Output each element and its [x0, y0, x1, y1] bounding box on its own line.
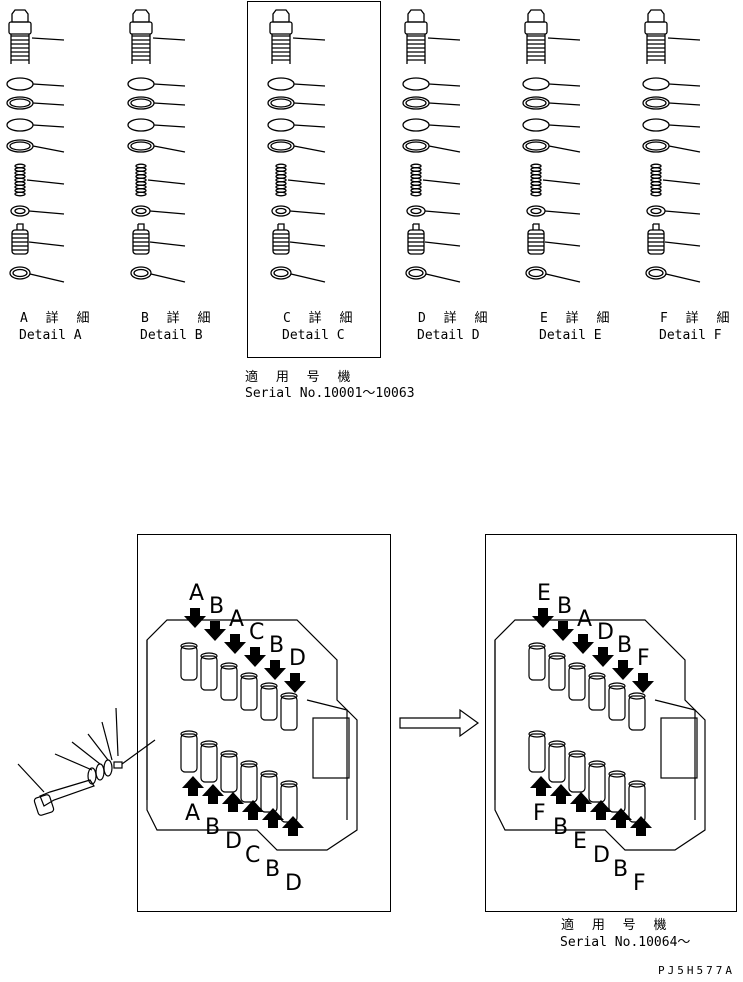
right-view-down-arrow-icon-5 — [632, 673, 654, 693]
transition-arrow-icon — [399, 708, 480, 738]
right-view-up-arrow-icon-2 — [570, 792, 592, 812]
left-view-bottom-letter-3: C — [245, 843, 260, 868]
right-view-top-letter-5: F — [637, 646, 650, 671]
detail-f-parts — [642, 9, 701, 283]
left-view-top-letter-3: C — [249, 620, 264, 645]
left-view-down-arrow-icon-4 — [264, 660, 286, 680]
right-view-up-arrow-icon-4 — [610, 808, 632, 828]
right-view-bottom-letter-5: F — [633, 871, 646, 896]
right-view-frame — [485, 534, 737, 912]
left-view-bottom-letter-1: B — [205, 815, 220, 840]
detail-f-jp: F 詳 細 — [660, 311, 735, 326]
detail-e-parts — [522, 9, 581, 283]
right-view-top-letter-0: E — [537, 581, 551, 606]
detail-b-en: Detail B — [140, 328, 203, 343]
right-view-up-arrow-icon-3 — [590, 800, 612, 820]
detail-d-en: Detail D — [417, 328, 480, 343]
left-valve-block — [146, 619, 358, 851]
drawing-code: PJ5H577A — [658, 964, 735, 977]
detail-e-en: Detail E — [539, 328, 602, 343]
detail-f-en: Detail F — [659, 328, 722, 343]
right-view-top-letter-3: D — [597, 620, 614, 645]
exploded-plug — [17, 707, 156, 816]
detail-a-jp: A 詳 細 — [20, 311, 95, 326]
left-view-top-letter-2: A — [229, 607, 244, 632]
left-view-down-arrow-icon-2 — [224, 634, 246, 654]
right-view-down-arrow-icon-3 — [592, 647, 614, 667]
right-view-top-letter-1: B — [557, 594, 572, 619]
right-view-top-letter-4: B — [617, 633, 632, 658]
right-view-up-arrow-icon-0 — [530, 776, 552, 796]
detail-c-en: Detail C — [282, 328, 345, 343]
detail-a-en: Detail A — [19, 328, 82, 343]
right-view-down-arrow-icon-0 — [532, 608, 554, 628]
detail-a-parts — [6, 9, 65, 283]
detail-b-parts — [127, 9, 186, 283]
right-view-up-arrow-icon-1 — [550, 784, 572, 804]
serial-bottom-jp: 適 用 号 機 — [561, 918, 672, 933]
right-view-bottom-letter-2: E — [573, 829, 587, 854]
detail-b-jp: B 詳 細 — [141, 311, 216, 326]
left-view-up-arrow-icon-5 — [282, 816, 304, 836]
right-view-down-arrow-icon-4 — [612, 660, 634, 680]
serial-bottom-en: Serial No.10064～ — [560, 935, 691, 950]
left-view-top-letter-1: B — [209, 594, 224, 619]
right-valve-block — [494, 619, 706, 851]
left-view-up-arrow-icon-0 — [182, 776, 204, 796]
left-view-up-arrow-icon-3 — [242, 800, 264, 820]
right-view-bottom-letter-3: D — [593, 843, 610, 868]
detail-c-parts — [267, 9, 326, 283]
left-view-bottom-letter-0: A — [185, 801, 200, 826]
left-view-up-arrow-icon-1 — [202, 784, 224, 804]
detail-c-highlight-frame — [247, 1, 381, 358]
left-view-down-arrow-icon-0 — [184, 608, 206, 628]
left-view-up-arrow-icon-4 — [262, 808, 284, 828]
detail-c-jp: C 詳 細 — [283, 311, 358, 326]
left-view-top-letter-5: D — [289, 646, 306, 671]
right-view-bottom-letter-4: B — [613, 857, 628, 882]
left-view-top-letter-4: B — [269, 633, 284, 658]
right-view-bottom-letter-1: B — [553, 815, 568, 840]
left-view-up-arrow-icon-2 — [222, 792, 244, 812]
right-view-bottom-letter-0: F — [533, 801, 546, 826]
right-view-down-arrow-icon-2 — [572, 634, 594, 654]
right-view-down-arrow-icon-1 — [552, 621, 574, 641]
left-view-bottom-letter-2: D — [225, 829, 242, 854]
serial-top-jp: 適 用 号 機 — [245, 370, 356, 385]
left-view-bottom-letter-5: D — [285, 871, 302, 896]
left-view-top-letter-0: A — [189, 581, 204, 606]
left-view-bottom-letter-4: B — [265, 857, 280, 882]
detail-e-jp: E 詳 細 — [540, 311, 615, 326]
left-view-down-arrow-icon-3 — [244, 647, 266, 667]
serial-top-en: Serial No.10001～10063 — [245, 386, 415, 401]
detail-d-parts — [402, 9, 461, 283]
right-view-top-letter-2: A — [577, 607, 592, 632]
left-view-down-arrow-icon-1 — [204, 621, 226, 641]
left-view-down-arrow-icon-5 — [284, 673, 306, 693]
right-view-up-arrow-icon-5 — [630, 816, 652, 836]
left-view-frame — [137, 534, 391, 912]
detail-d-jp: D 詳 細 — [418, 311, 493, 326]
